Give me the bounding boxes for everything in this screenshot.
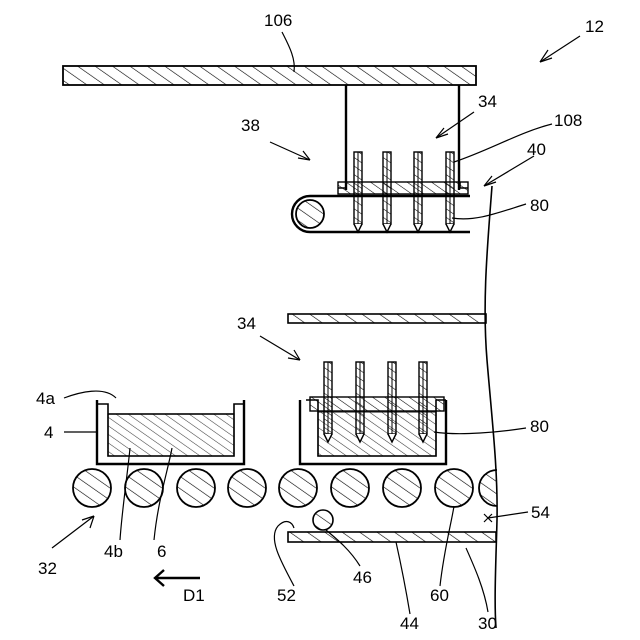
label-4b: 4b — [104, 542, 123, 561]
label-32: 32 — [38, 559, 57, 578]
roller-46 — [313, 510, 333, 530]
label-46: 46 — [353, 568, 372, 587]
plate-106 — [63, 66, 476, 85]
label-52: 52 — [277, 586, 296, 605]
label-34-mid: 34 — [237, 314, 256, 333]
lower-plate-44 — [288, 532, 496, 542]
lower-pin-holder — [300, 362, 446, 464]
direction-arrow-d1 — [155, 570, 200, 586]
label-34-top: 34 — [478, 92, 497, 111]
upper-pin-holder — [338, 152, 468, 232]
label-38: 38 — [241, 116, 260, 135]
label-108: 108 — [554, 111, 582, 130]
label-40: 40 — [527, 140, 546, 159]
label-80-top: 80 — [530, 196, 549, 215]
label-80-mid: 80 — [530, 417, 549, 436]
middle-plate — [288, 314, 486, 323]
roller-row — [73, 469, 497, 507]
upper-conveyor — [292, 196, 470, 232]
label-106: 106 — [264, 11, 292, 30]
label-30: 30 — [478, 614, 497, 633]
label-4: 4 — [44, 423, 53, 442]
label-6: 6 — [157, 542, 166, 561]
label-4a: 4a — [36, 389, 55, 408]
label-54: 54 — [531, 503, 550, 522]
label-60: 60 — [430, 586, 449, 605]
wall-right — [485, 186, 497, 628]
label-12: 12 — [585, 17, 604, 36]
label-d1: D1 — [183, 586, 205, 605]
label-44: 44 — [400, 614, 419, 633]
